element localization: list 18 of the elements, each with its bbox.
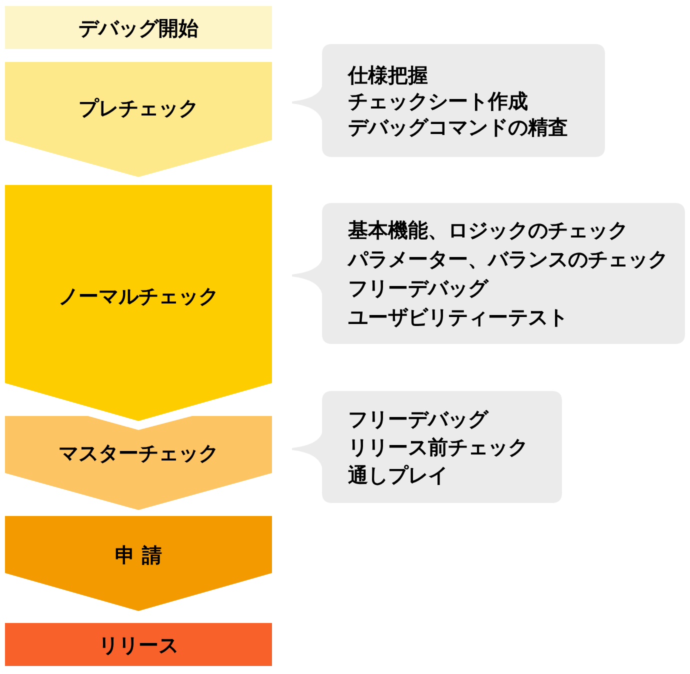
bubble-item: 通しプレイ	[348, 462, 448, 489]
bubble-item: ユーザビリティーテスト	[348, 304, 568, 330]
start-bar	[5, 6, 272, 49]
step-label: デバッグ開始	[78, 14, 198, 40]
step-label: リリース	[98, 632, 178, 658]
step-label: ノーマルチェック	[58, 283, 218, 309]
bubble-item: 仕様把握	[348, 62, 428, 88]
bubble-item: 基本機能、ロジックのチェック	[348, 216, 628, 244]
bubble-item: リリース前チェック	[348, 434, 528, 461]
bubble-item: チェックシート作成	[348, 88, 528, 114]
end-bar	[5, 623, 272, 666]
step-label: プレチェック	[78, 95, 198, 121]
bubble-item: パラメーター、バランスのチェック	[348, 246, 668, 272]
bubble-item: デバッグコマンドの精査	[348, 114, 568, 140]
step-label: 申 請	[115, 542, 162, 568]
bubble-item: フリーデバッグ	[348, 274, 488, 302]
step-label: マスターチェック	[58, 440, 218, 466]
bubble-item: フリーデバッグ	[348, 406, 488, 433]
